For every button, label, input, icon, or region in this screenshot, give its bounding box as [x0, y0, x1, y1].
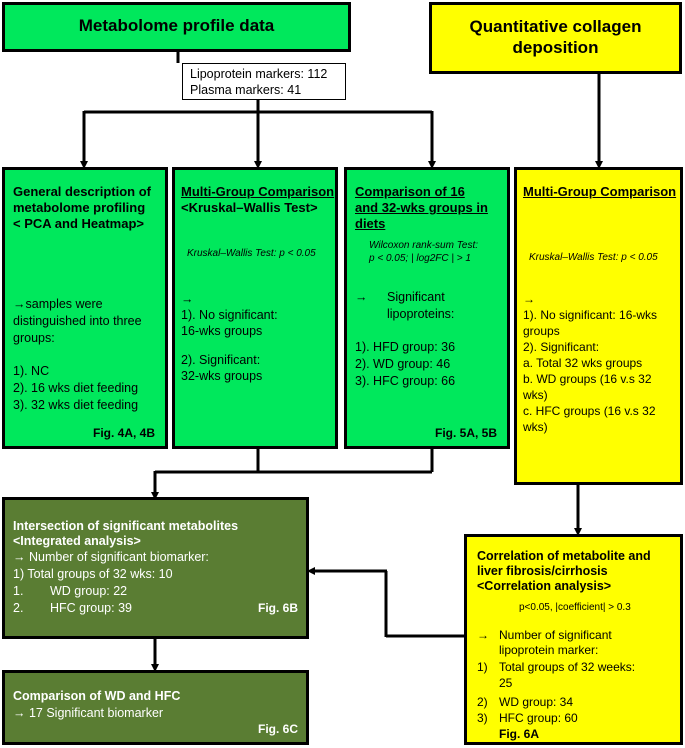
box1-item2: 2). 16 wks diet feeding: [13, 381, 139, 395]
box5-fig-label: Fig. 6B: [257, 601, 298, 615]
general-description-box: General description of metabolome profil…: [2, 167, 168, 449]
box4-line8: wks): [523, 420, 548, 434]
box3-title-line2: and 32-wks groups in: [355, 200, 488, 215]
box3-sig-line1: Significant: [387, 290, 445, 304]
box4-line3: 2). Significant:: [523, 340, 600, 354]
box2-arrow: →: [181, 292, 194, 306]
plasma-markers-text: Plasma markers: 41: [190, 83, 302, 97]
collagen-title-line2: deposition: [512, 38, 599, 57]
box7-item3-text: HFC group: 60: [499, 711, 578, 725]
markers-box: Lipoprotein markers: 112 Plasma markers:…: [182, 63, 346, 100]
box2-test: Kruskal–Wallis Test: p < 0.05: [187, 248, 316, 259]
box6-title: Comparison of WD and HFC: [13, 689, 181, 703]
box3-sig-line2: lipoproteins:: [387, 307, 455, 321]
box7-line1: Number of significant: [499, 628, 612, 642]
box3-item2: 2). WD group: 46: [355, 357, 451, 371]
box3-test-line1: Wilcoxon rank-sum Test:: [369, 240, 479, 251]
box2-title-line1: Multi-Group Comparison: [181, 184, 335, 199]
box1-fig-label: Fig. 4A, 4B: [92, 426, 155, 440]
box5-item2-text: HFC group: 39: [50, 601, 132, 615]
metabolome-profile-box: Metabolome profile data: [2, 2, 351, 52]
multi-group-comparison-box: Multi-Group Comparison <Kruskal–Wallis T…: [172, 167, 338, 449]
box6-line1: → 17 Significant biomarker: [13, 706, 164, 720]
box1-title-line1: General description of: [13, 184, 151, 199]
box4-line4: a. Total 32 wks groups: [523, 356, 643, 370]
correlation-box: Correlation of metabolite and liver fibr…: [464, 534, 683, 745]
box7-title-line2: liver fibrosis/cirrhosis: [477, 564, 608, 578]
box1-title-line3: < PCA and Heatmap>: [13, 216, 145, 231]
box7-item3-num: 3): [477, 711, 488, 725]
box1-item3: 3). 32 wks diet feeding: [13, 398, 139, 412]
lipoprotein-markers-text: Lipoprotein markers: 112: [190, 67, 328, 81]
collagen-multi-group-box: Multi-Group Comparison Kruskal–Wallis Te…: [514, 167, 683, 485]
box1-body-line1: →samples were: [13, 297, 103, 311]
box1-title-line2: metabolome profiling: [13, 200, 146, 215]
box4-line6: wks): [523, 388, 548, 402]
box4-line7: c. HFC groups (16 v.s 32: [523, 404, 656, 418]
box5-title-line1: Intersection of significant metabolites: [13, 519, 239, 533]
box7-item2-text: WD group: 34: [499, 695, 574, 709]
box2-line2: 16-wks groups: [181, 324, 263, 338]
box7-fig-label: Fig. 6A: [499, 727, 540, 741]
box3-title-line3: diets: [355, 216, 386, 231]
comparison-16-32-box: Comparison of 16 and 32-wks groups in di…: [344, 167, 510, 449]
box7-item1-text: Total groups of 32 weeks:: [499, 660, 636, 674]
box3-fig-label: Fig. 5A, 5B: [434, 426, 497, 440]
box5-item2-num: 2.: [13, 601, 24, 615]
box2-line4: 32-wks groups: [181, 369, 263, 383]
box3-arrow: →: [355, 290, 368, 304]
box7-item1-num: 1): [477, 660, 488, 674]
box5-line1: → Number of significant biomarker:: [13, 550, 209, 564]
box2-title-line2: <Kruskal–Wallis Test>: [181, 200, 318, 215]
metabolome-profile-title: Metabolome profile data: [78, 16, 275, 35]
box7-test: p<0.05, |coefficient| > 0.3: [519, 602, 631, 613]
box3-test-line2: p < 0.05; | log2FC | > 1: [369, 253, 471, 264]
collagen-deposition-box: Quantitative collagen deposition: [429, 2, 682, 74]
box7-line2: lipoprotein marker:: [499, 643, 599, 657]
box5-line2: 1) Total groups of 32 wks: 10: [13, 567, 173, 581]
box1-body-line3: groups:: [13, 331, 55, 345]
box1-body-line2: distinguished into three: [13, 314, 142, 328]
box7-arrow: →: [477, 628, 489, 642]
box4-title: Multi-Group Comparison: [523, 184, 677, 199]
box2-line3: 2). Significant:: [181, 353, 261, 367]
box5-item1-text: WD group: 22: [50, 584, 128, 598]
box6-fig-label: Fig. 6C: [257, 722, 298, 736]
box7-item1-val: 25: [499, 676, 513, 690]
box7-item2-num: 2): [477, 695, 488, 709]
box5-title-line2: <Integrated analysis>: [13, 534, 141, 548]
intersection-box: Intersection of significant metabolites …: [2, 497, 309, 639]
box4-line1: 1). No significant: 16-wks: [523, 308, 658, 322]
box3-title-line1: Comparison of 16: [355, 184, 465, 199]
box4-test: Kruskal–Wallis Test: p < 0.05: [529, 252, 658, 263]
box7-title-line3: <Correlation analysis>: [477, 579, 612, 593]
box7-title-line1: Correlation of metabolite and: [477, 549, 651, 563]
box3-item3: 3). HFC group: 66: [355, 374, 456, 388]
box4-line5: b. WD groups (16 v.s 32: [523, 372, 652, 386]
box3-item1: 1). HFD group: 36: [355, 340, 456, 354]
box1-item1: 1). NC: [13, 364, 50, 378]
comparison-wd-hfc-box: Comparison of WD and HFC → 17 Significan…: [2, 670, 309, 745]
box4-line2: groups: [523, 324, 560, 338]
collagen-title-line1: Quantitative collagen: [469, 17, 642, 36]
box2-line1: 1). No significant:: [181, 308, 278, 322]
box4-arrow: →: [523, 292, 535, 306]
box5-item1-num: 1.: [13, 584, 24, 598]
